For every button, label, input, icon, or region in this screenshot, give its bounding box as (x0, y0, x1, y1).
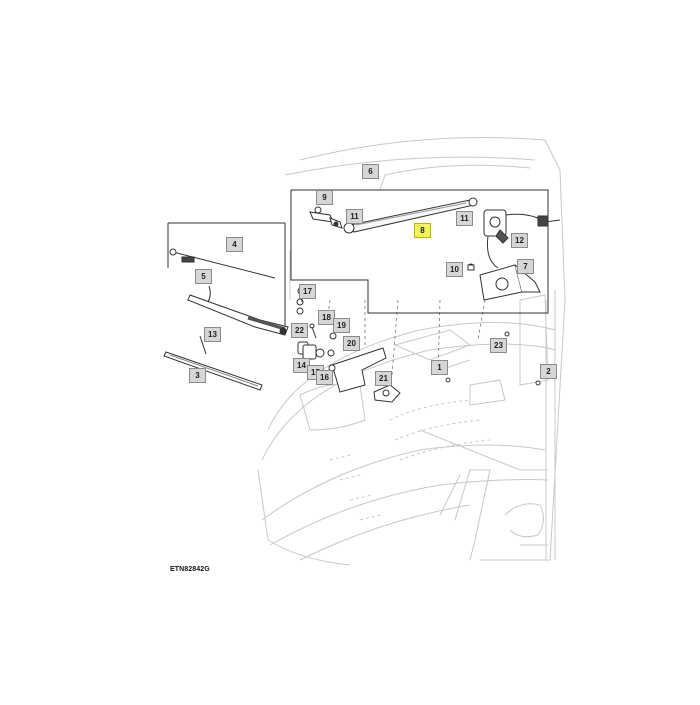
linkage-group-outline (290, 189, 549, 314)
fasteners-upper (296, 263, 475, 315)
callout-13: 13 (204, 327, 221, 342)
linkage-rod (343, 197, 478, 234)
wiper-motor (483, 209, 561, 269)
callout-1: 1 (431, 360, 448, 375)
callout-18: 18 (318, 310, 335, 325)
wiper-arm (169, 248, 289, 336)
cab-structure-background (257, 137, 566, 566)
group-4-outline (167, 222, 286, 330)
callout-11-right: 11 (456, 211, 473, 226)
callout-11: 11 (346, 209, 363, 224)
callout-16: 16 (316, 370, 333, 385)
callout-19: 19 (333, 318, 350, 333)
callout-10: 10 (446, 262, 463, 277)
callout-8-highlighted: 8 (414, 223, 431, 238)
callout-20: 20 (343, 336, 360, 351)
callout-3: 3 (189, 368, 206, 383)
wiper-blade (163, 335, 263, 391)
callout-21: 21 (375, 371, 392, 386)
callout-7: 7 (517, 259, 534, 274)
callout-9: 9 (316, 190, 333, 205)
callout-12: 12 (511, 233, 528, 248)
figure-code: ETN82842G (170, 566, 210, 573)
callout-5: 5 (195, 269, 212, 284)
callout-22: 22 (291, 323, 308, 338)
pivot-assembly (309, 206, 343, 229)
arm-motion-arrow (207, 285, 211, 303)
callout-6: 6 (362, 164, 379, 179)
callout-4: 4 (226, 237, 243, 252)
lower-bracket-assembly (297, 287, 541, 403)
callout-23: 23 (490, 338, 507, 353)
callout-2: 2 (540, 364, 557, 379)
callout-17: 17 (299, 284, 316, 299)
callout-14: 14 (293, 358, 310, 373)
